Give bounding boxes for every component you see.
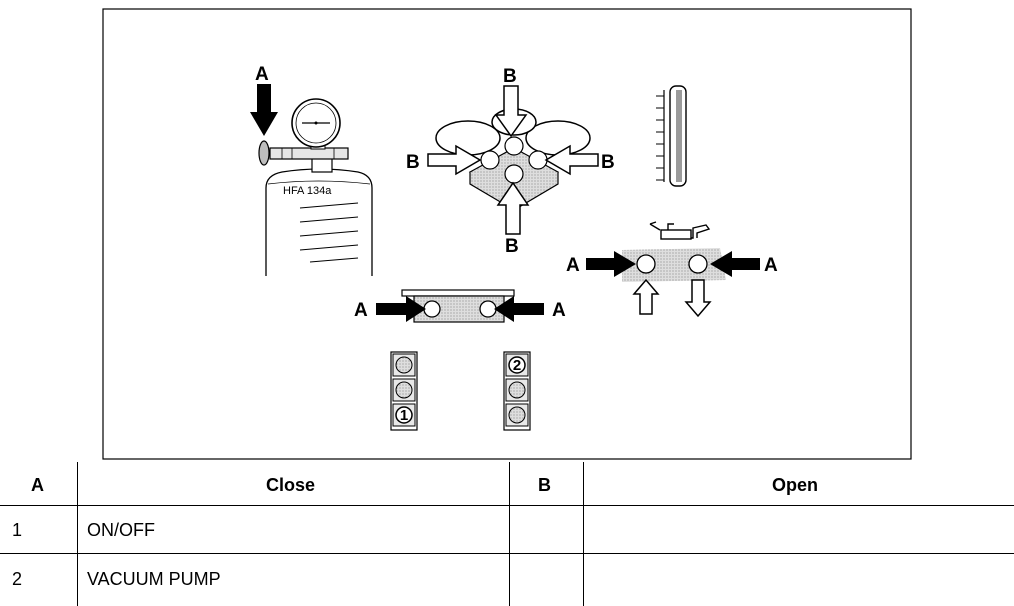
arrow-b-top	[494, 85, 528, 138]
label-a-oil-left: A	[566, 255, 580, 276]
label-b-top: B	[503, 66, 517, 87]
label-b-bottom: B	[505, 236, 519, 257]
table-header-divider	[0, 505, 1014, 506]
label-a-bar-right: A	[552, 300, 566, 321]
table-col-divider-3	[583, 462, 584, 606]
cylinder-label: HFA 134a	[283, 185, 332, 197]
arrow-b-right	[544, 144, 599, 176]
row1-a: 1	[12, 520, 23, 540]
header-b: B	[538, 475, 551, 495]
table-row-divider	[0, 553, 1014, 554]
row1-close: ON/OFF	[87, 520, 155, 540]
oil-valve-panel	[622, 248, 726, 282]
arrow-a-oil-left	[586, 251, 636, 277]
table-col-divider-2	[509, 462, 510, 606]
arrow-a-bar-right	[494, 296, 544, 322]
switch-stack-2	[503, 351, 531, 431]
arrow-a-cylinder	[250, 84, 278, 136]
header-open: Open	[772, 475, 819, 495]
arrow-up-outline	[632, 278, 660, 315]
arrow-a-bar-left	[376, 296, 426, 322]
row2-close: VACUUM PUMP	[87, 569, 221, 589]
arrow-b-left	[427, 144, 482, 176]
label-a-bar-left: A	[354, 300, 368, 321]
switch-stack-1	[390, 351, 418, 431]
table-col-divider-1	[77, 462, 78, 606]
label-a-oil-right: A	[764, 255, 778, 276]
lower-valve-bar	[401, 289, 515, 323]
label-num-2: 2	[513, 357, 521, 374]
label-b-right: B	[601, 152, 615, 173]
level-scale	[656, 85, 687, 187]
refrigerant-cylinder	[258, 98, 373, 276]
label-b-left: B	[406, 152, 420, 173]
arrow-b-bottom	[496, 181, 530, 235]
arrow-a-oil-right	[710, 251, 760, 277]
oil-can-icon	[649, 221, 711, 240]
label-a-cylinder: A	[255, 64, 269, 85]
arrow-down-outline	[684, 279, 712, 318]
label-num-1: 1	[400, 407, 408, 424]
valve-diagram: HFA 134a A B B B B	[102, 8, 912, 460]
header-a: A	[31, 475, 44, 495]
header-close: Close	[266, 475, 316, 495]
row2-a: 2	[12, 569, 23, 589]
